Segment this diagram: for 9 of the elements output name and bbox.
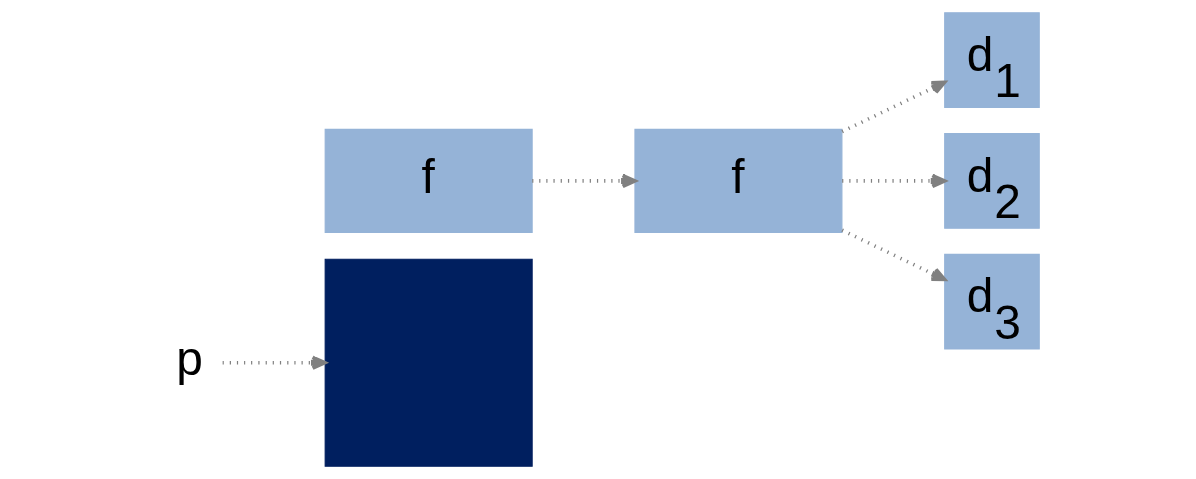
node-text: p: [175, 331, 203, 385]
arrow: [841, 173, 946, 189]
node-box: f: [633, 128, 842, 233]
arrow: [840, 80, 946, 134]
arrow: [531, 173, 637, 189]
arrow: [222, 355, 327, 370]
arrow: [840, 228, 946, 282]
node-box: [324, 258, 533, 467]
node-box: f: [324, 128, 533, 233]
